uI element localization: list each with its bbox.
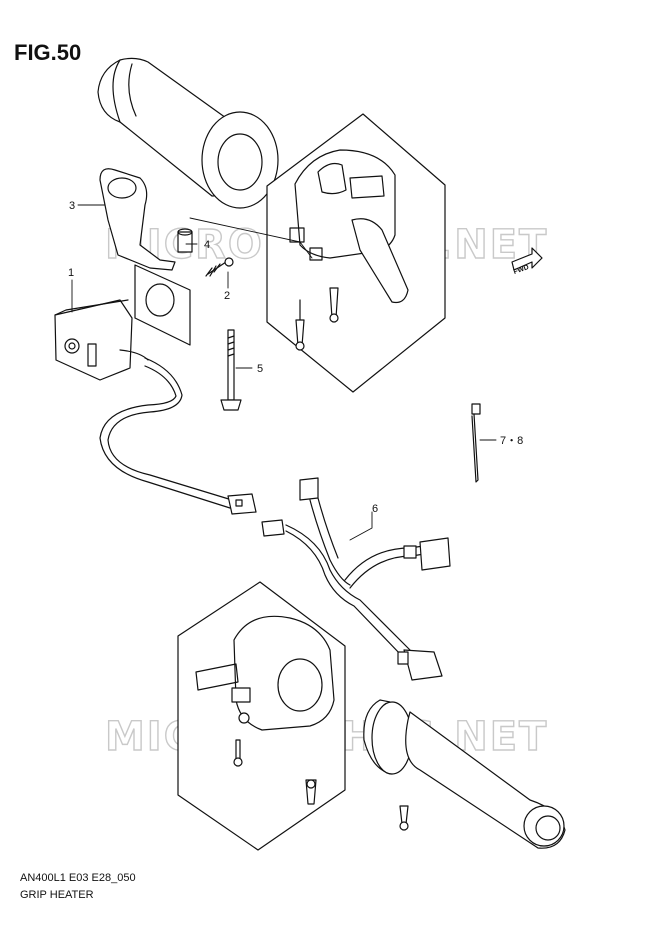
callout-3: 3 (69, 200, 75, 212)
diagram-code: AN400L1 E03 E28_050 (20, 872, 136, 884)
bracket-part-3 (99, 168, 191, 346)
callout-6: 6 (372, 503, 378, 515)
lower-grip (363, 699, 566, 849)
callout-4: 4 (204, 239, 210, 251)
screw-part-2 (205, 257, 234, 277)
upper-switch-housing (289, 149, 409, 351)
callout-7-8: 7・8 (500, 435, 523, 447)
cable-harness (99, 357, 257, 515)
collar-part-4 (177, 228, 193, 253)
cable-tie-part-7-8 (471, 403, 481, 483)
controller-part-1 (54, 299, 149, 381)
fwd-arrow (511, 247, 543, 271)
callout-2: 2 (224, 290, 230, 302)
harness-part-6 (261, 477, 451, 681)
upper-grip (97, 57, 279, 209)
figure-title: FIG.50 (14, 40, 82, 65)
callout-1: 1 (68, 267, 74, 279)
lower-switch-housing (195, 615, 335, 805)
bolt-part-5 (220, 329, 242, 411)
leader-lines (71, 204, 497, 541)
callout-5: 5 (257, 363, 263, 375)
diagram-caption: GRIP HEATER (20, 889, 94, 901)
